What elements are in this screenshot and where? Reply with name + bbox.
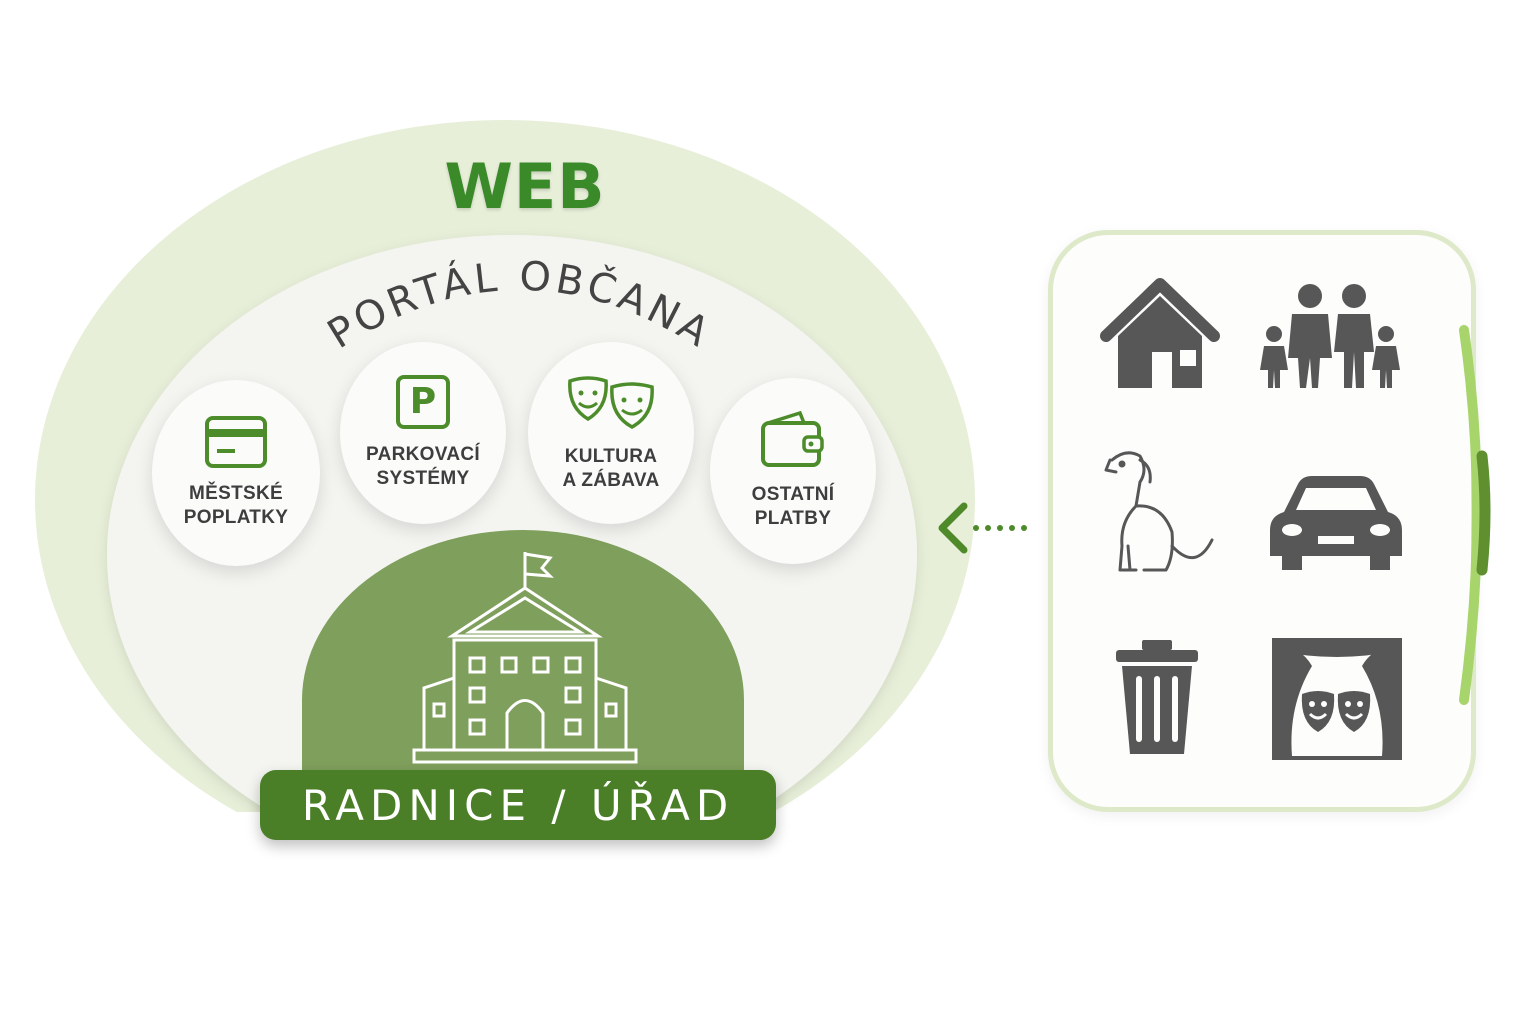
wallet-icon (761, 411, 824, 467)
scrollbar-track (1459, 325, 1482, 705)
service-label: OSTATNÍ PLATBY (751, 484, 835, 529)
family-icon[interactable] (1258, 278, 1408, 408)
house-icon[interactable] (1096, 278, 1246, 408)
chevron-left-icon (938, 502, 968, 554)
service-ostatni-platby[interactable]: OSTATNÍ PLATBY (710, 378, 876, 564)
theater-masks-icon (568, 376, 654, 429)
service-kultura-a-zabava[interactable]: KULTURA A ZÁBAVA (528, 342, 694, 524)
service-mestske-poplatky[interactable]: MĚSTSKÉ POPLATKY (152, 380, 320, 566)
core-label[interactable]: RADNICE / ÚŘAD (260, 770, 776, 840)
credit-card-icon (205, 416, 267, 468)
portal-title-text: PORTÁL OBČANA (320, 253, 716, 357)
svg-text:PORTÁL OBČANA: PORTÁL OBČANA (320, 253, 720, 357)
service-label: MĚSTSKÉ POPLATKY (183, 483, 289, 528)
core-dome (302, 530, 744, 800)
service-label: PARKOVACÍ SYSTÉMY (366, 444, 480, 489)
service-parkovaci-systemy[interactable]: P PARKOVACÍ SYSTÉMY (340, 342, 506, 524)
town-hall-icon (412, 552, 638, 764)
car-icon[interactable] (1262, 460, 1412, 590)
web-title: WEB (444, 150, 606, 223)
trash-bin-icon[interactable] (1082, 634, 1232, 764)
scrollbar-thumb (1476, 450, 1491, 576)
parking-icon-letter: P (409, 381, 437, 422)
connector-arrow (938, 502, 1027, 554)
portal-title: PORTÁL OBČANA (320, 253, 720, 357)
panel-scrollbar[interactable] (1452, 320, 1502, 720)
service-label: KULTURA A ZÁBAVA (562, 446, 660, 491)
dog-icon[interactable] (1096, 446, 1246, 576)
parking-icon: P (396, 375, 450, 429)
theater-stage-icon[interactable] (1262, 636, 1412, 766)
